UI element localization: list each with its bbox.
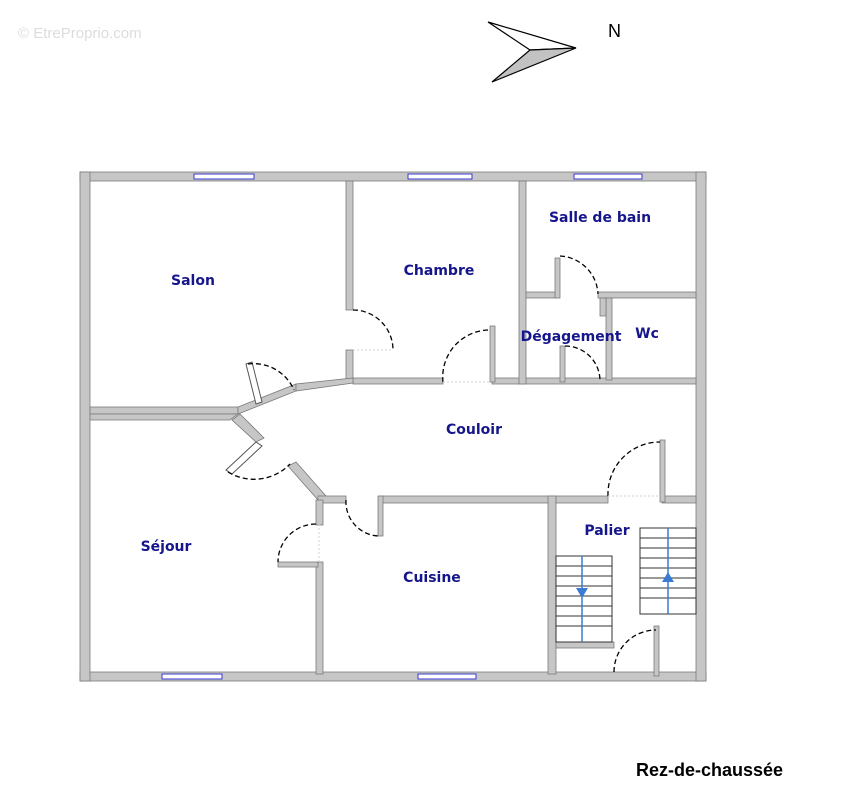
room-label-couloir: Couloir	[446, 422, 502, 438]
compass-arrow-icon	[487, 21, 577, 83]
room-label-salon: Salon	[171, 273, 215, 289]
arrow-down-icon	[576, 588, 588, 598]
windows	[161, 173, 643, 680]
door-swing	[559, 255, 599, 295]
arrow-up-icon	[662, 572, 674, 582]
floor-title: Rez-de-chaussée	[636, 760, 784, 780]
door-swing	[607, 441, 661, 497]
room-label-chambre: Chambre	[404, 263, 475, 279]
window-sejour	[161, 673, 223, 680]
room-label-cuisine: Cuisine	[403, 570, 461, 586]
window-cuisine	[417, 673, 477, 680]
room-label-degagement: Dégagement	[521, 329, 622, 345]
room-label-palier: Palier	[584, 523, 629, 539]
room-label-sejour: Séjour	[141, 539, 192, 555]
outer-walls	[79, 171, 707, 682]
door-leaf	[225, 441, 263, 475]
door-swing	[247, 362, 295, 391]
door-swing	[442, 329, 491, 383]
window-salon	[193, 173, 255, 180]
staircase-down	[555, 555, 613, 643]
room-label-salle-de-bain: Salle de bain	[549, 210, 651, 226]
door-swing	[352, 309, 394, 351]
door-swing	[345, 499, 381, 537]
door-swing	[564, 345, 601, 381]
door-leaf	[245, 361, 263, 405]
window-chambre	[407, 173, 473, 180]
north-label: N	[608, 21, 621, 41]
doors	[225, 255, 661, 673]
door-swing	[277, 523, 317, 563]
watermark: © EtreProprio.com	[18, 25, 142, 42]
door-swing	[613, 629, 657, 673]
interior-walls	[89, 180, 697, 677]
window-salle-de-bain	[573, 173, 643, 180]
room-label-wc: Wc	[635, 326, 659, 342]
staircase-up	[639, 527, 697, 615]
door-swing	[227, 463, 291, 480]
